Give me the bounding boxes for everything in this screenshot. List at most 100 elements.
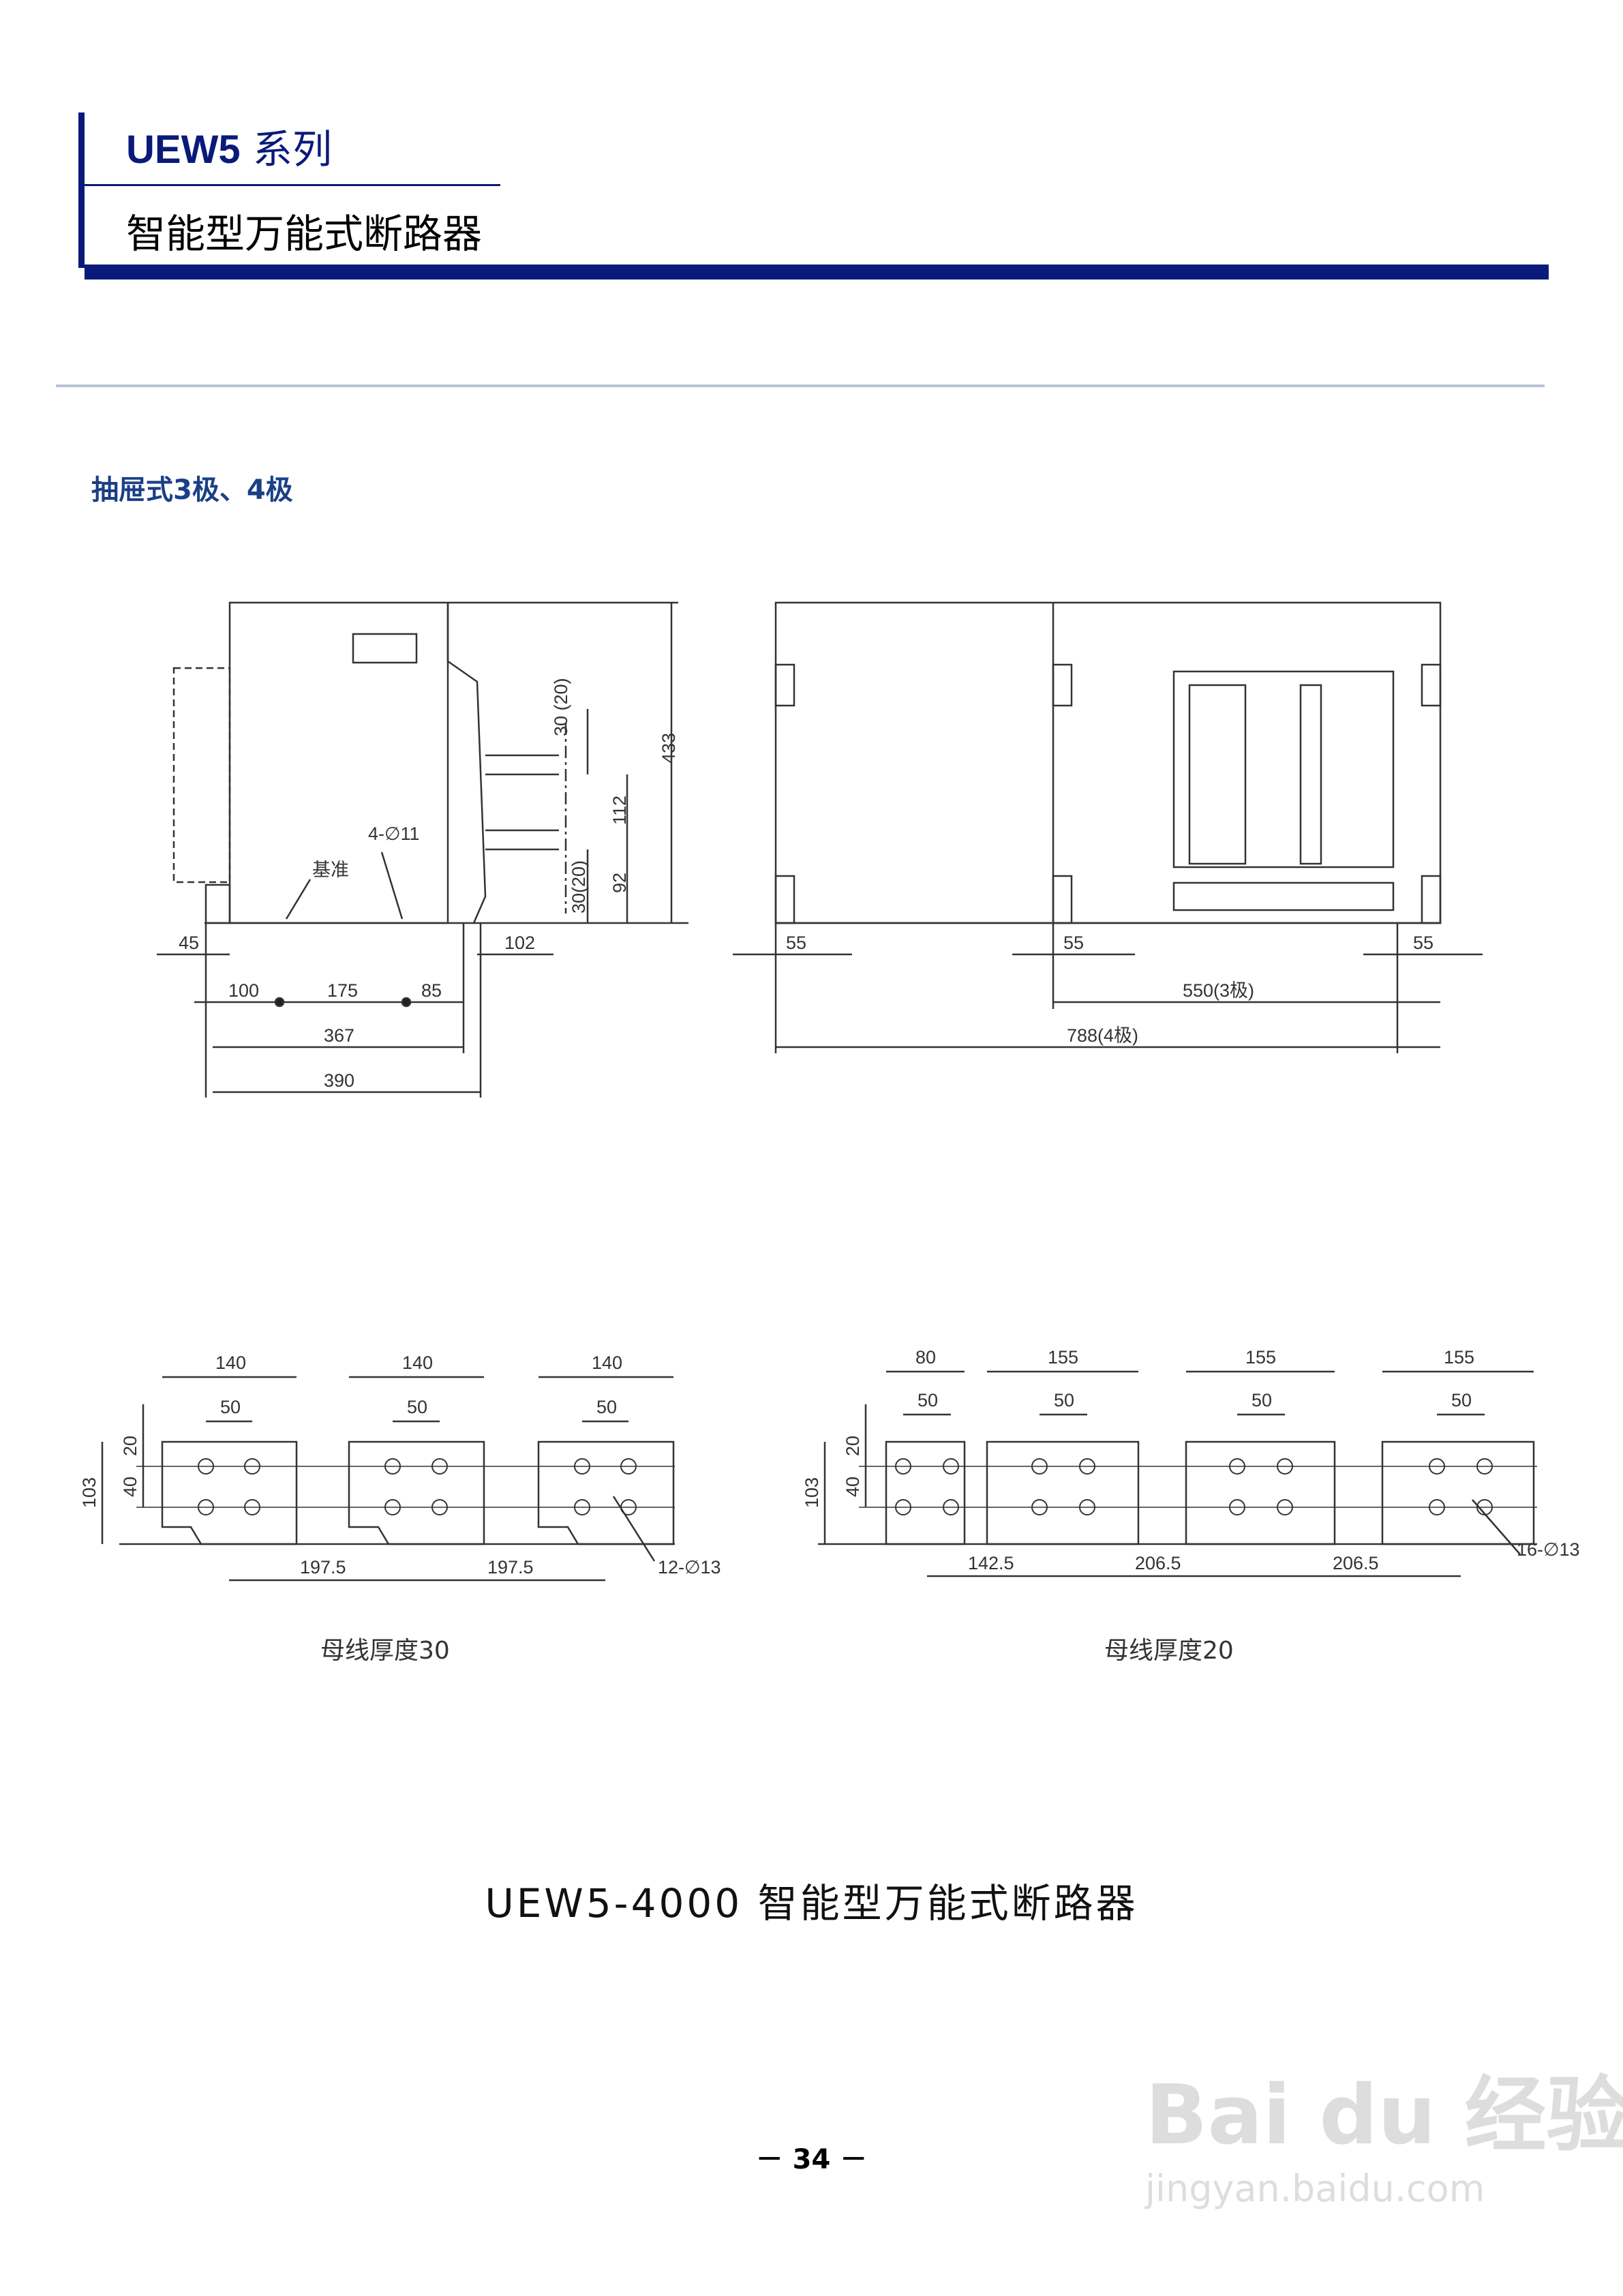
bus30-p1: 197.5 bbox=[300, 1557, 346, 1577]
front-slot-1 bbox=[1188, 684, 1247, 865]
series-title: UEW5 系列 bbox=[126, 117, 332, 175]
bus20-h: 103 bbox=[802, 1477, 822, 1508]
side-handle bbox=[172, 667, 231, 883]
front-foot-mid bbox=[1052, 875, 1073, 924]
bus20-plate-3 bbox=[1185, 1440, 1336, 1545]
dim-55-mid: 55 bbox=[1063, 933, 1084, 953]
bus20-w1: 80 bbox=[915, 1347, 936, 1368]
dim-55-left: 55 bbox=[786, 933, 806, 953]
bus30-vgap: 40 bbox=[120, 1477, 140, 1497]
bus20-g1: 50 bbox=[917, 1390, 938, 1410]
dim-550: 550(3极) bbox=[1183, 980, 1254, 1001]
section-rule bbox=[56, 384, 1545, 387]
front-lug-left bbox=[774, 663, 795, 707]
dim-45: 45 bbox=[179, 933, 199, 953]
bus20-plate-2 bbox=[986, 1440, 1140, 1545]
dim-175: 175 bbox=[327, 980, 358, 1001]
busbar-20-view bbox=[818, 1370, 1537, 1577]
watermark-url: jingyan.baidu.com bbox=[1145, 2167, 1485, 2210]
header-rules bbox=[56, 112, 1549, 387]
dim-holes: 4-∅11 bbox=[368, 824, 420, 844]
bus30-w3: 140 bbox=[592, 1353, 622, 1373]
bus30-dim-texts: 140 140 140 50 50 50 103 20 40 197.5 197… bbox=[79, 1353, 721, 1577]
dim-102: 102 bbox=[504, 933, 535, 953]
product-name: 智能型万能式断路器 bbox=[126, 211, 483, 257]
side-terminal-profile bbox=[446, 603, 487, 924]
front-slot-2 bbox=[1299, 684, 1322, 865]
bus20-w4: 155 bbox=[1444, 1347, 1474, 1368]
header-left-bar bbox=[78, 112, 85, 268]
dim-30-20: 30(20) bbox=[568, 860, 589, 913]
front-panel bbox=[1172, 670, 1395, 868]
bus30-plate-3 bbox=[537, 1440, 675, 1545]
bus30-g3: 50 bbox=[596, 1397, 617, 1417]
holes-leader bbox=[380, 851, 404, 920]
bus30-p2: 197.5 bbox=[487, 1557, 534, 1577]
series-model: UEW5 bbox=[126, 127, 241, 172]
front-plinth bbox=[1172, 881, 1395, 911]
dim-datum: 基准 bbox=[312, 860, 349, 880]
bus20-w3: 155 bbox=[1245, 1347, 1276, 1368]
hole-mark-2 bbox=[401, 997, 412, 1008]
bus30-h: 103 bbox=[79, 1477, 100, 1508]
dim-390: 390 bbox=[324, 1070, 354, 1091]
busbar-30-caption: 母线厚度30 bbox=[320, 1637, 450, 1665]
page-heading: UEW5-4000 智能型万能式断路器 bbox=[485, 1880, 1138, 1927]
page-number: － 34 － bbox=[755, 2144, 868, 2175]
dim-367: 367 bbox=[324, 1025, 354, 1046]
side-dim-texts: 433 30 (20) 112 92 30(20) 4-∅11 基准 45 10… bbox=[179, 678, 679, 1091]
front-view bbox=[733, 601, 1483, 1053]
bus20-plate-4 bbox=[1381, 1440, 1535, 1545]
bus30-top: 20 bbox=[120, 1436, 140, 1456]
bus30-w1: 140 bbox=[215, 1353, 246, 1373]
dim-100: 100 bbox=[228, 980, 259, 1001]
bus30-g2: 50 bbox=[407, 1397, 427, 1417]
header-divider bbox=[85, 184, 500, 186]
watermark-brand: Bai du 经验 bbox=[1145, 2068, 1623, 2163]
bus30-holes bbox=[198, 1458, 637, 1515]
bus20-dim-texts: 80 155 155 155 50 50 50 50 103 20 40 142… bbox=[802, 1347, 1580, 1573]
bus20-holes-leader bbox=[1472, 1499, 1521, 1555]
drawing-upper: 433 30 (20) 112 92 30(20) 4-∅11 基准 45 10… bbox=[157, 601, 1483, 1098]
front-body bbox=[774, 601, 1442, 924]
bus30-plate-2 bbox=[348, 1440, 485, 1545]
header-accent-bar bbox=[85, 265, 1549, 280]
dim-433: 433 bbox=[658, 733, 679, 764]
side-window bbox=[352, 633, 418, 664]
baidu-watermark: Bai du 经验 jingyan.baidu.com bbox=[1145, 2049, 1623, 2210]
bus20-plate-1 bbox=[885, 1440, 966, 1545]
bus30-plate-1 bbox=[161, 1440, 298, 1545]
front-lug-right bbox=[1421, 663, 1442, 707]
bus20-top: 20 bbox=[843, 1436, 863, 1456]
bus20-p3: 206.5 bbox=[1333, 1553, 1379, 1573]
bus30-holes-label: 12-∅13 bbox=[658, 1557, 721, 1577]
bus20-holes bbox=[895, 1458, 1493, 1515]
drawing-lower: 140 140 140 50 50 50 103 20 40 197.5 197… bbox=[79, 1347, 1580, 1582]
dim-85: 85 bbox=[421, 980, 442, 1001]
dim-55-right: 55 bbox=[1413, 933, 1434, 953]
bus20-g3: 50 bbox=[1252, 1390, 1272, 1410]
dim-bus-top: 30 (20) bbox=[551, 678, 571, 736]
bus20-vgap: 40 bbox=[843, 1477, 863, 1497]
front-lug-mid bbox=[1052, 663, 1073, 707]
section-label: 抽屉式3极、4极 bbox=[91, 474, 293, 506]
front-foot-right bbox=[1421, 875, 1442, 924]
busbar-30-view bbox=[101, 1376, 675, 1582]
side-foot bbox=[204, 883, 231, 924]
datum-leader bbox=[285, 879, 312, 920]
busbar-20-caption: 母线厚度20 bbox=[1104, 1637, 1234, 1665]
bus30-g1: 50 bbox=[220, 1397, 241, 1417]
bus20-p2: 206.5 bbox=[1135, 1553, 1181, 1573]
bus30-holes-leader bbox=[612, 1496, 656, 1562]
front-foot-left bbox=[774, 875, 795, 924]
side-view bbox=[157, 601, 688, 1098]
dim-788: 788(4极) bbox=[1067, 1025, 1138, 1046]
dim-92: 92 bbox=[609, 873, 630, 893]
bus20-g4: 50 bbox=[1451, 1390, 1472, 1410]
series-word: 系列 bbox=[253, 126, 333, 172]
hole-mark-1 bbox=[274, 997, 285, 1008]
dim-112: 112 bbox=[609, 796, 630, 825]
bus20-holes-label: 16-∅13 bbox=[1517, 1539, 1580, 1560]
front-dim-texts: 55 55 55 550(3极) 788(4极) bbox=[786, 933, 1434, 1046]
bus20-w2: 155 bbox=[1048, 1347, 1078, 1368]
